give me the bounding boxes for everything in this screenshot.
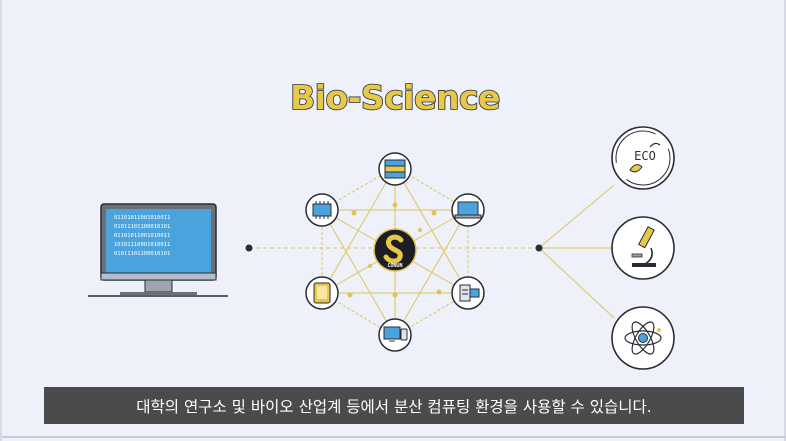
conun-logo-text: CONUN [387,263,402,269]
bottom-divider [2,436,786,438]
server-icon [378,152,412,186]
caption-text: 대학의 연구소 및 바이오 산업계 등에서 분산 컴퓨팅 환경을 사용할 수 있… [136,397,652,416]
binary-line: 01101011001010011 [114,233,170,239]
tablet-icon [305,276,339,310]
binary-line: 10101110001010011 [114,242,170,248]
conun-logo: CONUN [373,228,417,272]
computer-monitor-icon [88,203,228,297]
binary-line: 01011101100010101 [114,251,170,257]
connector-lines [249,166,615,337]
connector-dots [347,202,442,298]
binary-line: 01101011001010011 [114,215,170,221]
eco-leaf-icon: ECO [611,126,675,190]
desktop-phone-icon [378,318,412,352]
left-endpoint-dot [245,244,253,252]
binary-line: 01011101100010101 [114,224,170,230]
microscope-icon [611,216,675,280]
caption-bar: 대학의 연구소 및 바이오 산업계 등에서 분산 컴퓨팅 환경을 사용할 수 있… [44,387,744,424]
eco-icon-text: ECO [634,149,656,163]
atom-icon [611,306,675,370]
binary-code: 01101011001010011 01011101100010101 0110… [114,215,170,257]
network-device-icon [451,276,485,310]
right-endpoint-dot [535,244,543,252]
laptop-icon [451,193,485,227]
cpu-chip-icon [305,193,339,227]
slide-title: Bio-Science [289,77,501,118]
